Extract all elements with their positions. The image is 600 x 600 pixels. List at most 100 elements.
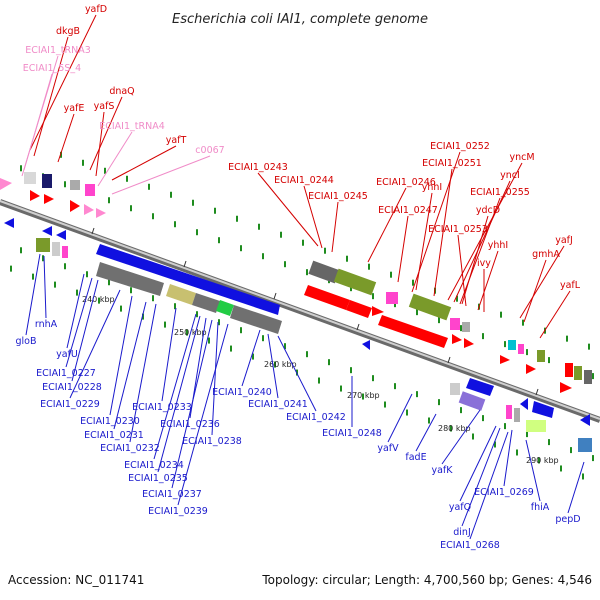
gene-block <box>62 246 68 258</box>
label-leader-line <box>457 234 467 307</box>
label-leader-line <box>57 113 75 163</box>
label-leader-line <box>211 321 219 436</box>
track-tick <box>302 239 304 246</box>
gene-label: ECIAI1_0229 <box>40 399 100 410</box>
track-tick <box>54 281 56 288</box>
scale-tick-label: 260 kbp <box>264 360 297 369</box>
gene-arrow <box>466 378 494 396</box>
gene-arrow <box>526 364 536 374</box>
gene-label: yafV <box>377 443 399 454</box>
track-tick <box>208 337 210 344</box>
gene-label: dinJ <box>453 527 471 538</box>
gene-label: yafQ <box>449 502 471 513</box>
track-tick <box>324 247 326 254</box>
gene-block <box>216 300 234 316</box>
track-tick <box>218 319 220 326</box>
track-tick <box>130 205 132 212</box>
track-tick <box>340 385 342 392</box>
gene-label: dnaQ <box>109 86 134 97</box>
gene-label: ECIAI1_5S_4 <box>23 63 81 74</box>
label-leader-line <box>29 14 97 151</box>
gene-label: yafJ <box>555 235 573 246</box>
gene-block <box>85 184 95 196</box>
gene-label: ECIAI1_0231 <box>84 430 144 441</box>
gene-label: c0067 <box>195 145 224 156</box>
gene-arrow <box>70 200 80 212</box>
track-tick <box>120 305 122 312</box>
gene-label: ECIAI1_0240 <box>212 387 272 398</box>
gene-label: ECIAI1_0251 <box>422 158 482 169</box>
track-tick <box>174 221 176 228</box>
label-leader-line <box>33 36 69 157</box>
label-leader-line <box>519 245 565 319</box>
track-tick <box>10 265 12 272</box>
label-leader-line <box>153 313 197 460</box>
track-tick <box>32 273 34 280</box>
label-leader-line <box>43 255 47 319</box>
track-tick <box>560 465 562 472</box>
gene-label: ECIAI1_0230 <box>80 416 140 427</box>
gene-label: dkgB <box>56 26 80 37</box>
track-tick <box>570 447 572 454</box>
gene-label: ECIAI1_0253 <box>428 224 488 235</box>
scale-tick <box>91 227 95 235</box>
label-leader-line <box>109 295 133 416</box>
gene-label: ECIAI1_0228 <box>42 382 102 393</box>
label-leader-line <box>415 192 433 291</box>
gene-label: gloB <box>16 336 37 347</box>
label-leader-line <box>461 215 489 305</box>
gene-block <box>450 318 460 330</box>
track-tick <box>306 269 308 276</box>
label-leader-line <box>331 201 339 253</box>
scale-tick <box>273 292 277 300</box>
track-tick <box>104 167 106 174</box>
label-leader-line <box>177 323 229 506</box>
gene-label: yafD <box>85 4 107 15</box>
gene-block <box>526 420 546 432</box>
track-tick <box>416 309 418 316</box>
scale-tick <box>447 356 451 364</box>
track-tick <box>280 231 282 238</box>
track-tick <box>152 213 154 220</box>
track-tick <box>494 441 496 448</box>
gene-label: ECIAI1_0243 <box>228 162 288 173</box>
gene-label: yafE <box>64 103 85 114</box>
gene-label: yafK <box>431 465 453 476</box>
gene-arrow <box>0 178 12 190</box>
map-title: Escherichia coli IAI1, complete genome <box>172 12 428 27</box>
track-tick <box>412 279 414 286</box>
track-tick <box>592 373 594 380</box>
gene-block <box>518 344 524 354</box>
track-tick <box>174 303 176 310</box>
gene-block <box>574 366 582 380</box>
gene-label: ECIAI1_0241 <box>248 399 308 410</box>
track-tick <box>252 353 254 360</box>
scale-tick <box>356 323 360 331</box>
gene-label: ECIAI1_0248 <box>322 428 382 439</box>
gene-block <box>24 172 36 184</box>
track-tick <box>258 223 260 230</box>
gene-label: ECIAI1_0255 <box>470 187 530 198</box>
gene-arrow <box>500 355 510 364</box>
gene-label: ECIAI1_tRNA4 <box>99 121 165 132</box>
gene-arrow <box>96 208 106 218</box>
gene-label: rnhA <box>35 319 58 330</box>
gene-block <box>584 370 592 384</box>
track-tick <box>130 287 132 294</box>
gene-arrow <box>464 338 474 348</box>
gene-block <box>450 383 460 395</box>
gene-label: ydcD <box>476 205 500 216</box>
track-tick <box>126 175 128 182</box>
reverse-gene-track <box>4 218 592 452</box>
track-tick <box>284 343 286 350</box>
gene-block <box>70 180 80 190</box>
gene-block <box>578 438 592 452</box>
scale-tick <box>535 388 539 396</box>
gene-arrow <box>372 306 384 316</box>
track-tick <box>284 261 286 268</box>
gene-label: yncI <box>500 170 520 181</box>
gene-label: ECIAI1_0252 <box>430 141 490 152</box>
track-tick <box>306 351 308 358</box>
label-leader-line <box>171 319 213 489</box>
